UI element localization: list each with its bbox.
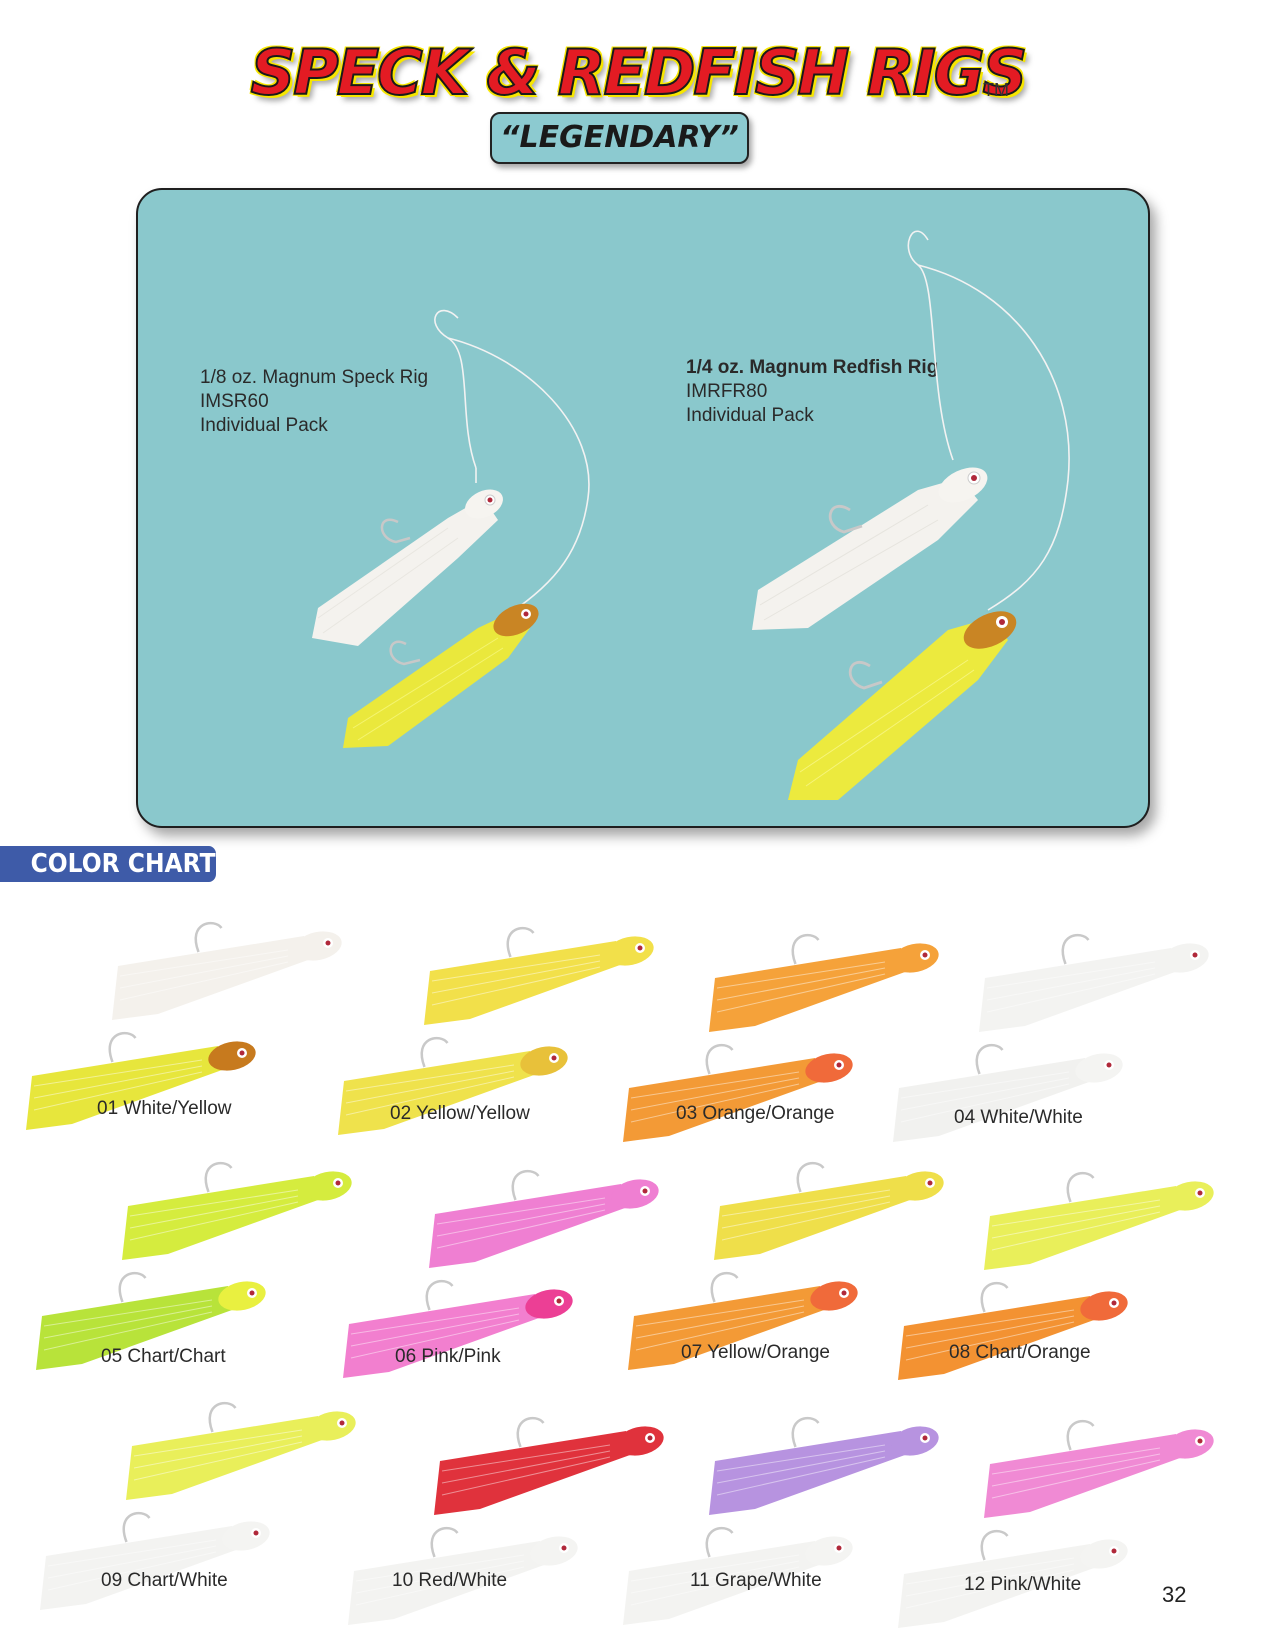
rig-label-speck: 1/8 oz. Magnum Speck Rig IMSR60 Individu… — [200, 366, 428, 438]
jig-image-11 — [623, 1416, 939, 1625]
page-title: SPECK & REDFISH RIGS — [250, 35, 1029, 110]
rig-panel: 1/8 oz. Magnum Speck Rig IMSR60 Individu… — [136, 188, 1150, 828]
rig-name: 1/8 oz. Magnum Speck Rig — [200, 367, 429, 388]
color-chart-heading: COLOR CHART — [0, 846, 216, 882]
jig-image-07 — [628, 1161, 944, 1370]
page-number: 32 — [1162, 1582, 1187, 1607]
trademark: TM — [983, 80, 1009, 100]
color-label-07: 07 Yellow/Orange — [681, 1342, 830, 1363]
jig-image-12 — [898, 1419, 1214, 1628]
rig-code: IMRFR80 — [686, 381, 768, 402]
rig-code: IMSR60 — [200, 391, 269, 412]
color-label-02: 02 Yellow/Yellow — [390, 1103, 530, 1124]
jig-image-03 — [623, 933, 939, 1142]
title-block: SPECK & REDFISH RIGS — [0, 35, 1276, 110]
jig-image-10 — [348, 1416, 664, 1625]
color-label-06: 06 Pink/Pink — [395, 1346, 501, 1367]
color-label-05: 05 Chart/Chart — [101, 1346, 226, 1367]
color-label-04: 04 White/White — [954, 1107, 1083, 1128]
rig-name: 1/4 oz. Magnum Redfish Rig — [686, 357, 939, 378]
rig-label-redfish: 1/4 oz. Magnum Redfish Rig IMRFR80 Indiv… — [686, 356, 938, 428]
jig-image-08 — [898, 1171, 1214, 1380]
jig-image-01 — [26, 921, 342, 1130]
jig-image-02 — [338, 926, 654, 1135]
rig-pack: Individual Pack — [200, 415, 328, 436]
jig-image-04 — [893, 933, 1209, 1142]
color-label-11: 11 Grape/White — [690, 1570, 822, 1591]
jig-image-09 — [40, 1401, 356, 1610]
jig-image-06 — [343, 1169, 659, 1378]
color-label-09: 09 Chart/White — [101, 1570, 228, 1591]
rig-pack: Individual Pack — [686, 405, 814, 426]
color-label-08: 08 Chart/Orange — [949, 1342, 1091, 1363]
color-label-03: 03 Orange/Orange — [676, 1103, 835, 1124]
color-label-10: 10 Red/White — [392, 1570, 508, 1591]
speck-rig-image — [312, 309, 590, 748]
redfish-rig-image — [752, 230, 1070, 800]
color-label-01: 01 White/Yellow — [97, 1098, 232, 1119]
subtitle-badge: “LEGENDARY” — [490, 112, 749, 164]
color-label-12: 12 Pink/White — [964, 1574, 1082, 1595]
jig-image-05 — [36, 1161, 352, 1370]
